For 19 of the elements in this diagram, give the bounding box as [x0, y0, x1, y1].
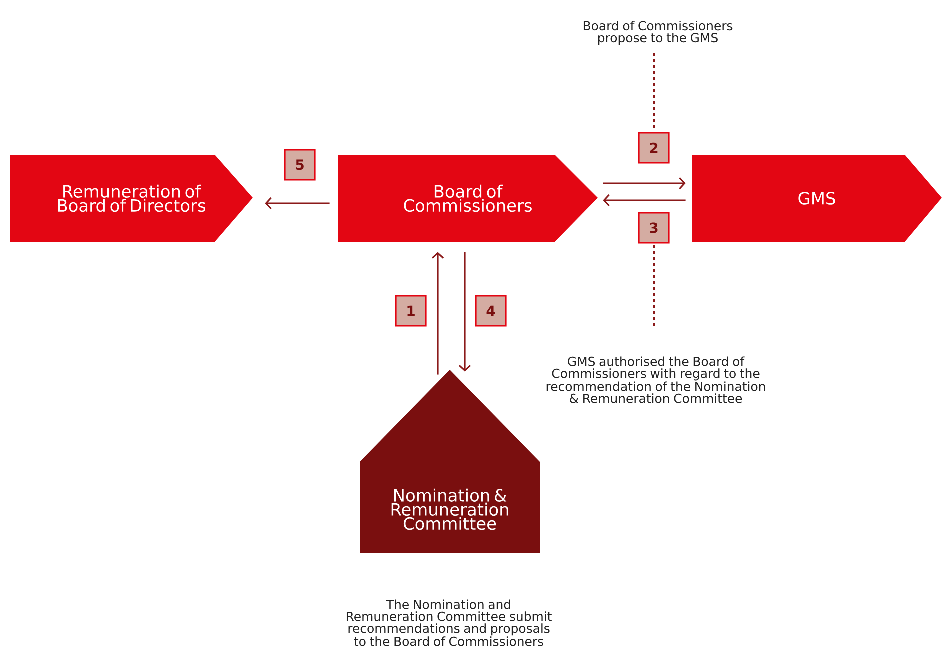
step-number: 1 [395, 295, 427, 327]
chevron-box: Remuneration of Board of Directors [10, 155, 253, 242]
leader-line [653, 245, 655, 326]
arrow [432, 252, 444, 375]
annotation-text: GMS authorised the Board of Commissioners with regard to the recommendation of the Nomination & Remuneration Committee [546, 356, 766, 404]
arrow [265, 197, 330, 210]
chevron-box: Board of Commissioners [338, 155, 598, 242]
step-number: 5 [284, 149, 316, 181]
step-number: 2 [638, 132, 670, 164]
step-number: 3 [638, 212, 670, 244]
step-number: 4 [475, 295, 507, 327]
caption-text: The Nomination and Remuneration Committee submit recommendations and proposals to the Board of Commissioners [347, 600, 552, 646]
arrow [603, 194, 686, 207]
arrow [458, 252, 472, 372]
house-box: Nomination & Remuneration Committee [360, 370, 540, 553]
arrow [603, 177, 686, 190]
annotation-text: Board of Commissioners propose to the GMS [584, 20, 733, 45]
chevron-box: GMS [692, 155, 942, 242]
leader-line [653, 53, 655, 130]
